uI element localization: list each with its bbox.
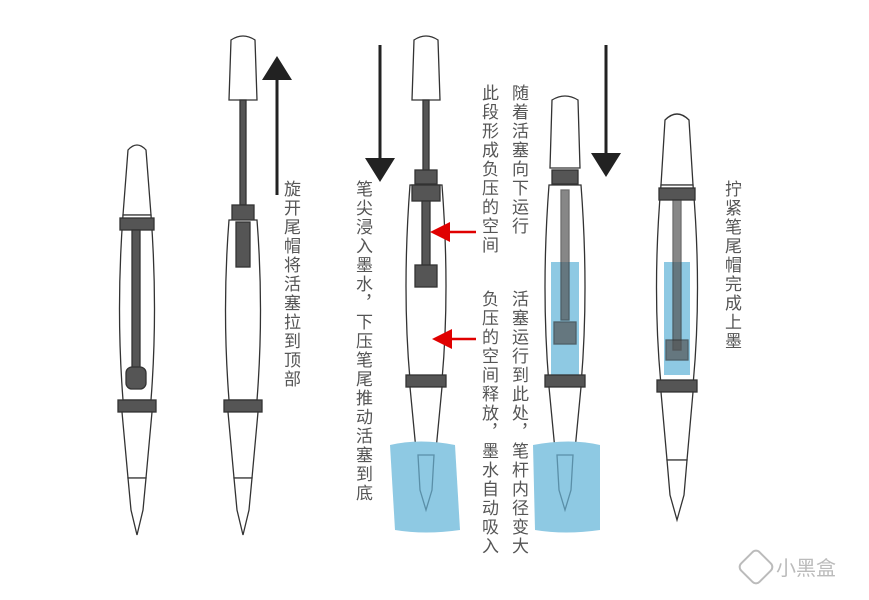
caption-step2: 旋开尾帽将活塞拉到顶部 bbox=[280, 180, 300, 389]
caption-step3: 笔尖浸入墨水，下压笔尾推动活塞到底 bbox=[352, 180, 372, 503]
ink-pool-2 bbox=[533, 441, 600, 533]
caption-step4-note-b: 负压的空间释放，墨水自动吸入 bbox=[478, 290, 498, 556]
pen-4-filling bbox=[533, 95, 600, 533]
pen-1-closed bbox=[117, 144, 157, 536]
caption-step5: 拧紧笔尾帽完成上墨 bbox=[721, 180, 741, 351]
caption-step4-note-a: 活塞运行到此处，笔杆内径变大 bbox=[508, 290, 528, 556]
caption-step3-note-a: 随着活塞向下运行 bbox=[508, 84, 528, 236]
ink-pool-1 bbox=[390, 441, 460, 533]
pen-2-piston-up bbox=[223, 35, 263, 536]
pen-5-complete bbox=[655, 113, 699, 523]
pen-3-in-ink bbox=[390, 35, 460, 533]
watermark: 小黑盒 bbox=[736, 546, 836, 587]
watermark-logo-icon bbox=[736, 546, 776, 587]
caption-step3-note-b: 此段形成负压的空间 bbox=[478, 84, 498, 255]
watermark-text: 小黑盒 bbox=[776, 556, 836, 580]
